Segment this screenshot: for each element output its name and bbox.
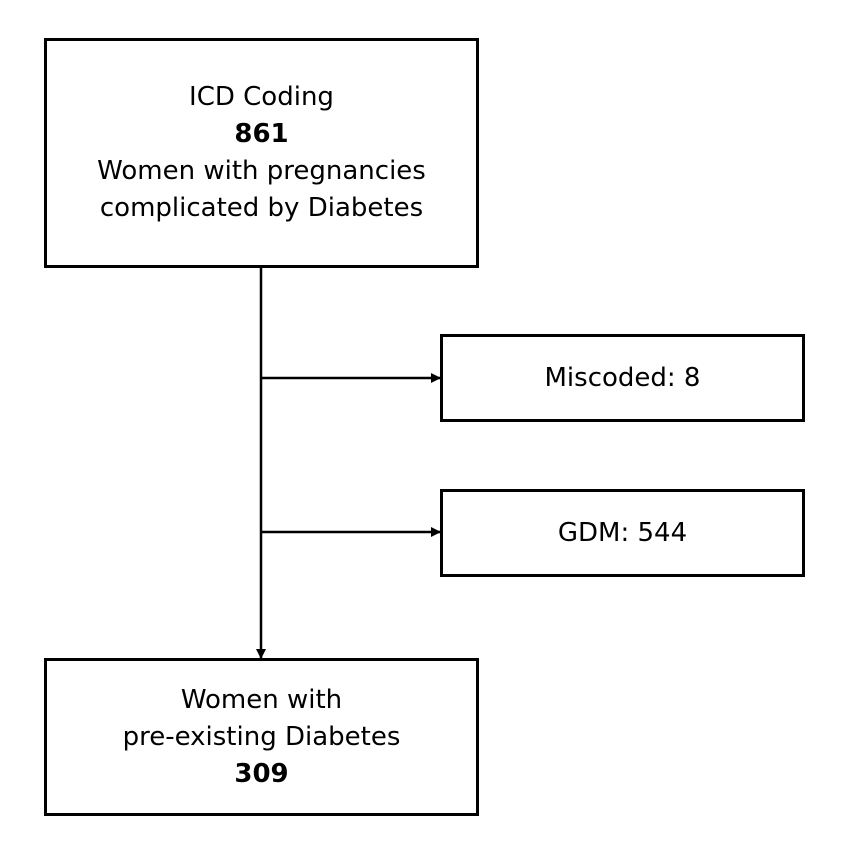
icd-coding-label: ICD Coding [189,82,334,112]
pre-existing-diabetes-box: Women with pre-existing Diabetes 309 [44,658,479,816]
gdm-box: GDM: 544 [440,489,805,577]
miscoded-label: Miscoded: 8 [544,362,701,393]
women-pregnancies-label: Women with pregnancies [97,156,426,186]
miscoded-box: Miscoded: 8 [440,334,805,422]
pre-existing-label: pre-existing Diabetes [122,721,401,752]
complicated-diabetes-label: complicated by Diabetes [99,193,424,223]
women-with-label: Women with [180,684,343,715]
total-count: 861 [234,119,289,149]
icd-coding-box: ICD Coding 861 Women with pregnancies co… [44,38,479,268]
final-count: 309 [234,758,289,789]
gdm-label: GDM: 544 [557,517,688,548]
